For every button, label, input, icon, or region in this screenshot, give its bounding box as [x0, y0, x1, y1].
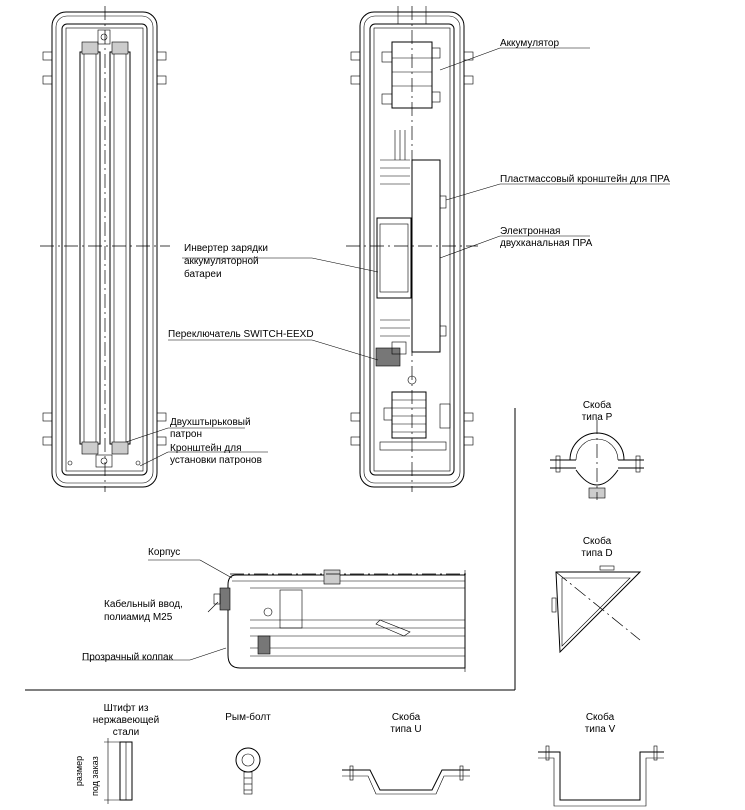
label-pin-3: стали: [112, 727, 140, 738]
label-transparent-cover: Прозрачный колпак: [82, 652, 173, 663]
label-cable-entry-2: полиамид М25: [104, 612, 173, 623]
bracket-type-d: [551, 565, 642, 654]
luminaire-front-view-lamps: [40, 6, 170, 492]
bracket-type-u: [342, 765, 470, 795]
bracket-type-p: [550, 420, 644, 500]
stainless-pin: [104, 738, 133, 804]
label-bracket-v-1: Скоба: [585, 712, 615, 723]
label-electronic-1: Электронная: [500, 226, 561, 237]
label-eye-bolt: Рым-болт: [225, 712, 271, 723]
label-switch: Переключатель SWITCH-EEXD: [168, 329, 314, 340]
label-housing: Корпус: [148, 547, 181, 558]
label-holder-1: Двухштырьковый: [170, 417, 251, 428]
label-size-1: размер: [74, 755, 85, 787]
label-pin-1: Штифт из: [103, 703, 149, 714]
label-inverter-2: аккумуляторной: [184, 256, 259, 267]
label-electronic-2: двухканальная ПРА: [500, 238, 593, 249]
label-bracket-p-2: типа Р: [581, 412, 613, 423]
label-bracket-u-1: Скоба: [391, 712, 421, 723]
bracket-type-v: [538, 745, 664, 807]
label-pin-2: нержавеющей: [92, 715, 160, 726]
label-inverter-3: батареи: [184, 269, 222, 280]
label-battery: Аккумулятор: [500, 38, 560, 49]
label-size-2: под заказ: [90, 756, 100, 796]
label-bracket-d-2: типа D: [581, 548, 613, 559]
label-holder-bracket-2: установки патронов: [170, 455, 262, 466]
label-inverter-1: Инвертер зарядки: [184, 243, 268, 254]
label-cable-entry-1: Кабельный ввод,: [104, 599, 183, 610]
label-plastic-bracket: Пластмассовый кронштейн для ПРА: [500, 174, 670, 185]
label-bracket-p-1: Скоба: [582, 400, 612, 411]
eye-bolt: [235, 747, 261, 795]
label-holder-2: патрон: [170, 429, 202, 440]
label-bracket-d-1: Скоба: [582, 536, 612, 547]
label-bracket-v-2: типа V: [584, 724, 616, 735]
label-bracket-u-2: типа U: [390, 724, 422, 735]
luminaire-front-view-internal: [346, 6, 478, 492]
luminaire-side-view: [213, 569, 470, 672]
leader-lines: [82, 47, 670, 661]
label-holder-bracket-1: Кронштейн для: [170, 443, 242, 454]
